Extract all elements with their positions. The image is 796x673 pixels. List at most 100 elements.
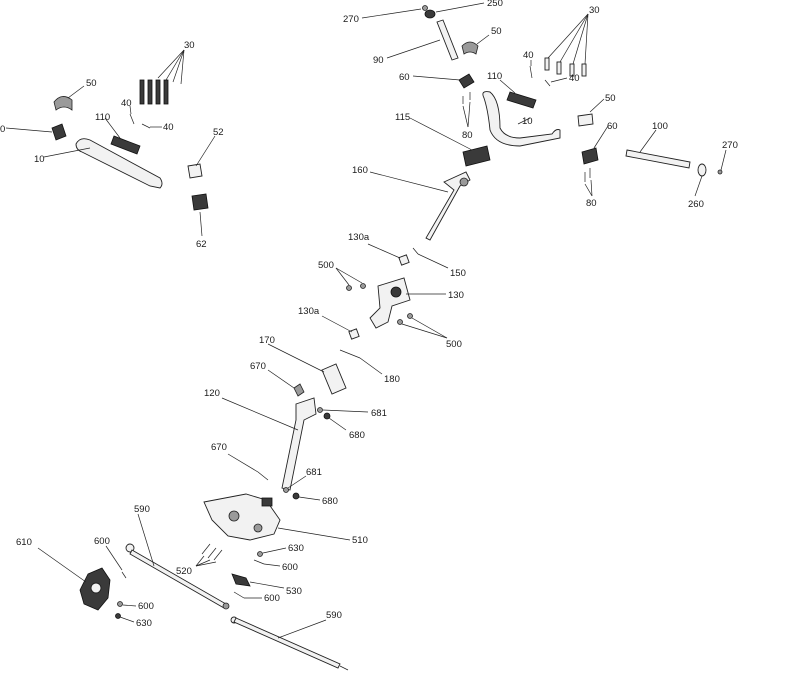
callout-40-left-b: 40 (163, 122, 174, 133)
callout-30-left: 30 (184, 40, 195, 51)
callout-110-right: 110 (487, 71, 502, 82)
callout-260: 260 (688, 199, 704, 210)
part-130a-bushing-lower (321, 315, 360, 340)
part-600-clip-upper (253, 559, 281, 567)
part-670-bolt-upper (267, 369, 305, 397)
part-500-bolts-lower (397, 313, 448, 339)
callout-130a-upper: 130a (348, 232, 370, 243)
part-270-screw-right (717, 149, 727, 175)
callout-250: 250 (487, 0, 503, 9)
part-600-clip-lower (233, 591, 262, 599)
callout-50-top: 50 (491, 26, 502, 37)
part-40-pins-left (129, 105, 162, 129)
callout-0-left: 0 (0, 124, 5, 135)
callout-40-left-a: 40 (121, 98, 132, 109)
callout-130a-lower: 130a (298, 306, 320, 317)
part-80-screws-center (462, 92, 471, 128)
callout-80-right: 80 (586, 198, 597, 209)
part-30-screws-right (544, 13, 589, 77)
part-60-clamp-center (412, 73, 475, 89)
callout-600-knuckle-top: 600 (94, 536, 110, 547)
part-680-nut-upper (323, 412, 347, 431)
part-590-tie-rod-left (125, 513, 230, 610)
callout-610: 610 (16, 537, 32, 548)
callout-115: 115 (395, 112, 410, 123)
callout-60-center: 60 (399, 72, 410, 83)
part-10-handlebar-right (482, 91, 561, 147)
callout-52: 52 (213, 127, 224, 138)
part-600-washer-knuckle (117, 601, 137, 607)
callout-60-right: 60 (607, 121, 618, 132)
part-180-rod (339, 349, 383, 375)
part-250-cap (424, 2, 485, 19)
part-0-clamp-left (5, 123, 67, 141)
callout-40-right-b: 40 (569, 73, 580, 84)
callout-600-rack: 600 (282, 562, 298, 573)
callout-630-knuckle: 630 (136, 618, 152, 629)
callout-600-knuckle-washer: 600 (138, 601, 154, 612)
part-50-clamp-top (461, 34, 490, 55)
part-110-grip-right (499, 79, 537, 109)
part-590-tie-rod-right (230, 616, 349, 671)
callout-30-right: 30 (589, 5, 600, 16)
part-130a-bushing-upper (367, 243, 410, 266)
callout-80-center: 80 (462, 130, 473, 141)
callout-270-right: 270 (722, 140, 738, 151)
part-680-nut-lower (292, 492, 321, 501)
part-50-clamp-right (577, 98, 605, 127)
part-520-bolts (195, 543, 223, 567)
callout-160: 160 (352, 165, 368, 176)
callout-520: 520 (176, 566, 192, 577)
part-62-clamp (191, 193, 209, 237)
callout-681-lower: 681 (306, 467, 322, 478)
part-130-column-bracket (369, 277, 446, 329)
part-600-clip-knuckle (105, 545, 127, 579)
callout-590-right: 590 (326, 610, 342, 621)
callout-130: 130 (448, 290, 464, 301)
callout-500-lower: 500 (446, 339, 462, 350)
part-10-handlebar-left (43, 138, 163, 189)
part-150-pin (412, 247, 449, 269)
part-60-clamp-right (581, 125, 609, 165)
callout-120: 120 (204, 388, 220, 399)
callout-681-upper: 681 (371, 408, 387, 419)
callout-270-top: 270 (343, 14, 359, 25)
part-40-pins-right (529, 60, 568, 87)
part-170-boot (267, 343, 347, 395)
callout-500-upper: 500 (318, 260, 334, 271)
part-510-steering-rack (203, 493, 351, 541)
part-670-bolt-lower (227, 453, 269, 481)
part-630-nut-upper (257, 547, 287, 557)
part-80-screws-right (584, 168, 593, 197)
callout-630-upper: 630 (288, 543, 304, 554)
callout-680-lower: 680 (322, 496, 338, 507)
part-610-knuckle (37, 547, 111, 611)
callout-680-upper: 680 (349, 430, 365, 441)
callout-590-left: 590 (134, 504, 150, 515)
callout-670-lower: 670 (211, 442, 227, 453)
callout-670-upper: 670 (250, 361, 266, 372)
callout-50-right: 50 (605, 93, 616, 104)
part-110-grip-left (104, 117, 141, 155)
part-630-nut-knuckle (115, 613, 135, 623)
part-52-clamp (187, 135, 216, 179)
part-120-lower-shaft (221, 397, 317, 491)
callout-40-right-a: 40 (523, 50, 534, 61)
part-100-bar (625, 129, 691, 169)
callout-50-left: 50 (86, 78, 97, 89)
callout-90: 90 (373, 55, 384, 66)
part-530-tie-rod-end (231, 573, 285, 589)
callout-10-left: 10 (34, 154, 45, 165)
callout-530: 530 (286, 586, 302, 597)
callout-110-left: 110 (95, 112, 110, 123)
callout-510: 510 (352, 535, 368, 546)
part-270-screw-top (361, 5, 428, 19)
part-160-shaft (369, 171, 471, 241)
part-90-upper-column (386, 19, 459, 61)
callout-100: 100 (652, 121, 668, 132)
part-500-bolts-upper (335, 267, 366, 291)
callout-10-right: 10 (522, 116, 533, 127)
callout-180: 180 (384, 374, 400, 385)
part-681-washer-lower (283, 475, 307, 493)
